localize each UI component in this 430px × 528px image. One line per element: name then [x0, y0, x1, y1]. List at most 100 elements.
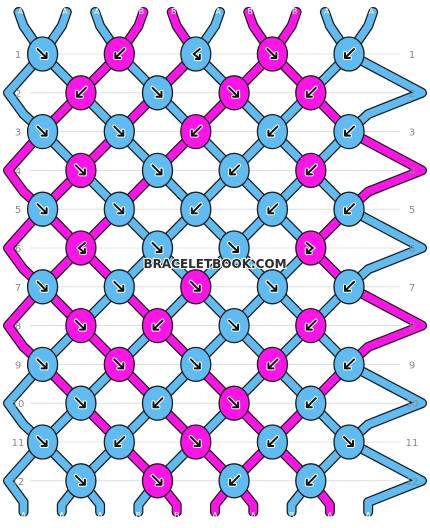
knot-arrow-icon — [75, 86, 87, 98]
knot-arrow-icon — [36, 280, 48, 292]
knot[interactable] — [256, 269, 289, 305]
thread-segment — [345, 360, 426, 429]
knot[interactable] — [180, 346, 212, 383]
knot[interactable] — [65, 385, 97, 421]
row-number: 9 — [409, 360, 415, 371]
knot[interactable] — [103, 269, 135, 305]
knot[interactable] — [180, 191, 212, 227]
knot-arrow-icon — [36, 48, 48, 59]
knot-arrow-icon — [77, 242, 86, 254]
row-number: 10 — [406, 399, 419, 410]
knot-arrow-icon — [305, 242, 315, 254]
knot-arrow-icon — [267, 436, 279, 447]
knot[interactable] — [103, 113, 135, 150]
knot[interactable] — [26, 346, 59, 383]
knot[interactable] — [218, 385, 250, 421]
knot[interactable] — [218, 307, 250, 344]
knot-arrow-icon — [113, 125, 125, 137]
top-string-label: B — [171, 7, 177, 16]
knot[interactable] — [218, 75, 250, 111]
knot[interactable] — [256, 191, 289, 227]
knot-arrow-icon — [192, 48, 201, 60]
knot[interactable] — [180, 36, 212, 72]
top-string-label: A — [62, 7, 68, 16]
knot[interactable] — [26, 36, 59, 72]
knot[interactable] — [256, 346, 289, 383]
knot-arrow-icon — [228, 397, 240, 409]
knot[interactable] — [218, 463, 250, 499]
thread-segment — [4, 283, 47, 351]
knot-arrow-icon — [228, 86, 240, 98]
knot[interactable] — [26, 269, 59, 305]
knot-arrow-icon — [190, 125, 202, 137]
knot[interactable] — [295, 230, 327, 266]
knot[interactable] — [295, 385, 327, 421]
knot[interactable] — [141, 463, 174, 499]
knot[interactable] — [65, 75, 97, 111]
knot[interactable] — [333, 36, 365, 72]
knot[interactable] — [295, 307, 327, 344]
row-number: 6 — [409, 244, 415, 255]
row-number: 2 — [409, 89, 415, 100]
knot[interactable] — [218, 230, 250, 266]
knot[interactable] — [141, 230, 174, 266]
thread-segment — [4, 127, 47, 196]
knot[interactable] — [26, 113, 59, 150]
thread-segment — [345, 50, 426, 118]
knot[interactable] — [26, 191, 59, 227]
bottom-string-label: A — [251, 511, 257, 520]
knot-arrow-icon — [113, 358, 125, 370]
knot[interactable] — [141, 75, 174, 111]
knot[interactable] — [256, 113, 289, 150]
knot[interactable] — [65, 463, 97, 499]
thread-segment — [4, 205, 47, 274]
knot[interactable] — [180, 113, 212, 150]
knot-arrow-icon — [190, 203, 202, 215]
knot-arrow-icon — [36, 125, 48, 137]
knot[interactable] — [103, 424, 135, 460]
knot[interactable] — [333, 191, 365, 227]
knot-arrow-icon — [344, 48, 355, 59]
knot[interactable] — [295, 463, 327, 499]
knot[interactable] — [65, 230, 97, 266]
knot-arrow-icon — [305, 319, 317, 331]
knot[interactable] — [333, 346, 365, 383]
knot[interactable] — [295, 75, 327, 111]
knot[interactable] — [141, 152, 174, 189]
knot[interactable] — [256, 424, 289, 460]
knot[interactable] — [141, 307, 174, 344]
knot[interactable] — [256, 36, 289, 72]
knot[interactable] — [103, 191, 135, 227]
knot-arrow-icon — [151, 474, 163, 486]
knot-arrow-icon — [151, 164, 163, 176]
bottom-string-label: A — [59, 511, 65, 520]
knot[interactable] — [103, 36, 135, 72]
knot[interactable] — [65, 152, 97, 189]
knot-arrow-icon — [152, 397, 164, 409]
knot[interactable] — [180, 424, 212, 460]
bottom-string-label: A — [365, 511, 371, 520]
knot-arrow-icon — [305, 397, 317, 409]
knot[interactable] — [103, 346, 135, 383]
knot[interactable] — [218, 152, 250, 189]
knot[interactable] — [26, 424, 59, 460]
knot[interactable] — [180, 269, 212, 305]
knot-arrow-icon — [114, 48, 126, 59]
knot[interactable] — [333, 424, 365, 460]
knot-arrow-icon — [266, 280, 278, 292]
knot[interactable] — [295, 152, 327, 189]
knot[interactable] — [65, 307, 97, 344]
knot-arrow-icon — [36, 203, 48, 215]
top-string-label: A — [324, 7, 330, 16]
bottom-string-label: B — [289, 511, 295, 520]
thread-segment — [4, 50, 47, 118]
thread-segment — [4, 360, 47, 429]
row-number: 4 — [15, 166, 21, 177]
knot[interactable] — [333, 113, 365, 150]
knot[interactable] — [333, 269, 365, 305]
knot[interactable] — [141, 385, 174, 421]
knot-arrow-icon — [113, 280, 125, 292]
row-number: 2 — [15, 89, 21, 100]
